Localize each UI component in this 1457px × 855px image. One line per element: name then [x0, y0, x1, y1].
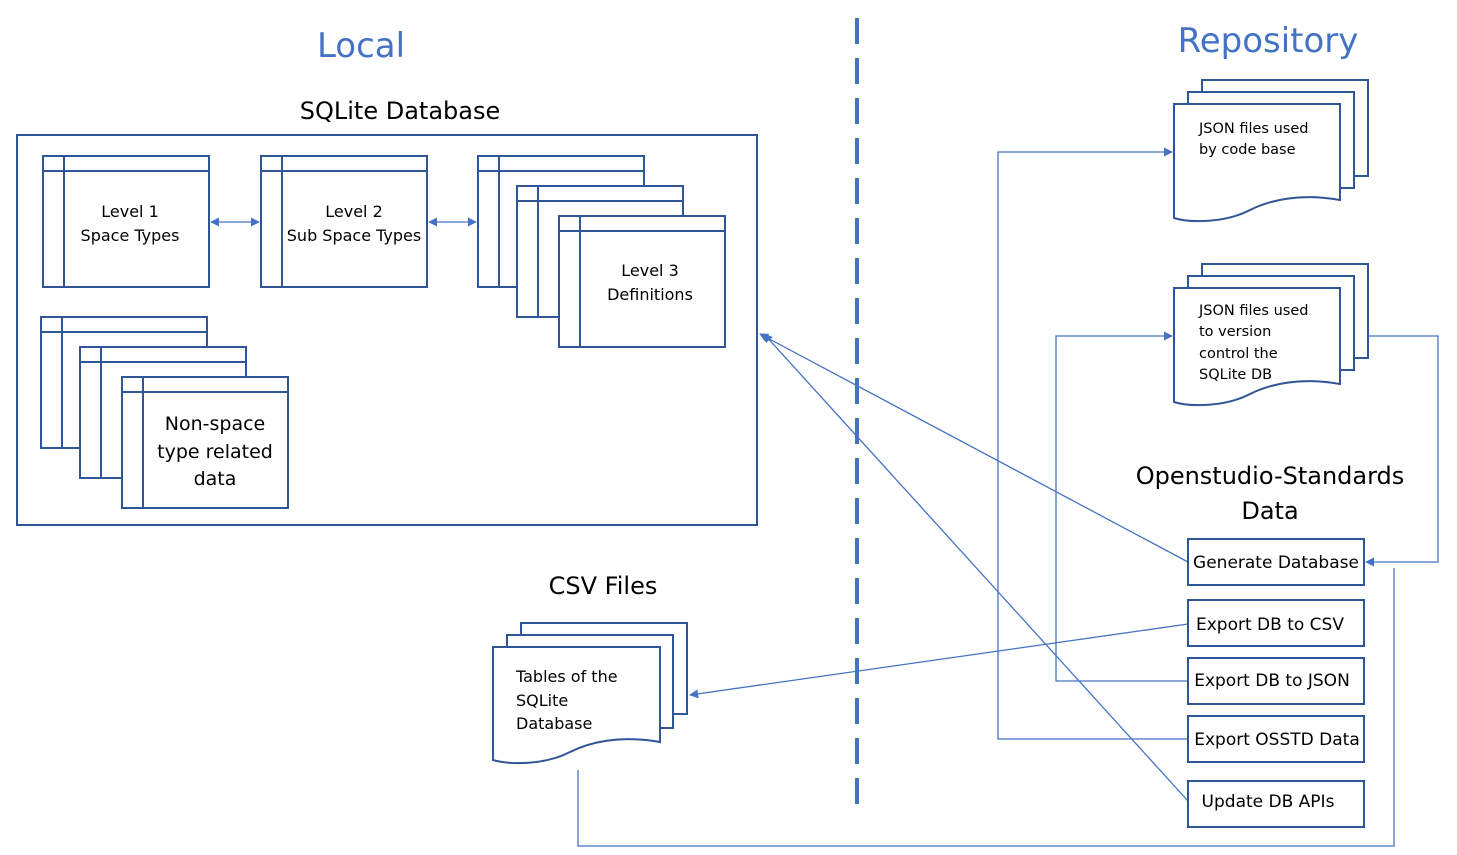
json-version-document-stack[interactable]: JSON files used to version control the S… — [1173, 263, 1369, 407]
sqlite-database-title: SQLite Database — [300, 97, 500, 125]
export-db-to-csv-button[interactable]: Export DB to CSV — [1187, 599, 1365, 647]
generate-db-link — [759, 333, 1189, 563]
level2-line1: Level 2 — [325, 202, 383, 221]
export-osstd-data-label: Export OSSTD Data — [1194, 730, 1359, 750]
csv-document-stack[interactable]: Tables of the SQLite Database — [492, 622, 688, 765]
level1-table[interactable]: Level 1 Space Types — [42, 155, 210, 288]
export-db-to-csv-label: Export DB to CSV — [1196, 615, 1344, 635]
update-db-apis-label: Update DB APIs — [1202, 792, 1335, 812]
export-db-to-json-button[interactable]: Export DB to JSON — [1187, 657, 1365, 705]
json-codebase-line1: JSON files used — [1198, 121, 1308, 137]
csv-doc-line1: Tables of the — [515, 667, 618, 686]
nonspace-line1: Non-space — [165, 413, 265, 435]
csv-to-generate-link — [577, 568, 1395, 847]
level3-line1: Level 3 — [621, 261, 679, 280]
level2-table[interactable]: Level 2 Sub Space Types — [260, 155, 428, 288]
export-json-link — [1055, 331, 1188, 682]
json-version-line4: SQLite DB — [1199, 367, 1272, 383]
nonspace-line2: type related — [157, 441, 273, 463]
level2-line2: Sub Space Types — [287, 226, 421, 245]
level3-line2: Definitions — [607, 285, 693, 304]
generate-database-button[interactable]: Generate Database — [1187, 538, 1365, 586]
update-db-apis-button[interactable]: Update DB APIs — [1187, 780, 1365, 828]
generate-database-label: Generate Database — [1193, 553, 1359, 573]
csv-doc-line3: Database — [516, 714, 592, 733]
export-osstd-link — [997, 147, 1188, 740]
json-codebase-document-stack[interactable]: JSON files used by code base — [1173, 79, 1369, 223]
json-to-generate-link — [1365, 335, 1439, 567]
export-csv-link — [689, 623, 1189, 699]
export-osstd-data-button[interactable]: Export OSSTD Data — [1187, 715, 1365, 763]
update-apis-link — [763, 333, 1189, 802]
json-version-line1: JSON files used — [1198, 303, 1308, 319]
level1-line1: Level 1 — [101, 202, 159, 221]
json-version-line2: to version — [1199, 324, 1271, 340]
repository-section-title: Repository — [1178, 21, 1359, 61]
osstd-title-line1: Openstudio-Standards — [1136, 462, 1405, 490]
json-version-line3: control the — [1199, 346, 1278, 362]
level1-line2: Space Types — [81, 226, 180, 245]
json-codebase-line2: by code base — [1199, 142, 1296, 158]
export-db-to-json-label: Export DB to JSON — [1194, 671, 1350, 691]
csv-files-title: CSV Files — [549, 572, 658, 600]
local-section-title: Local — [317, 26, 405, 66]
nonspace-line3: data — [194, 468, 237, 490]
level3-table-stack[interactable]: Level 3 Definitions — [477, 155, 726, 348]
nonspace-table-stack[interactable]: Non-space type related data — [40, 316, 289, 509]
osstd-title-line2: Data — [1241, 497, 1298, 525]
csv-doc-line2: SQLite — [516, 691, 568, 710]
